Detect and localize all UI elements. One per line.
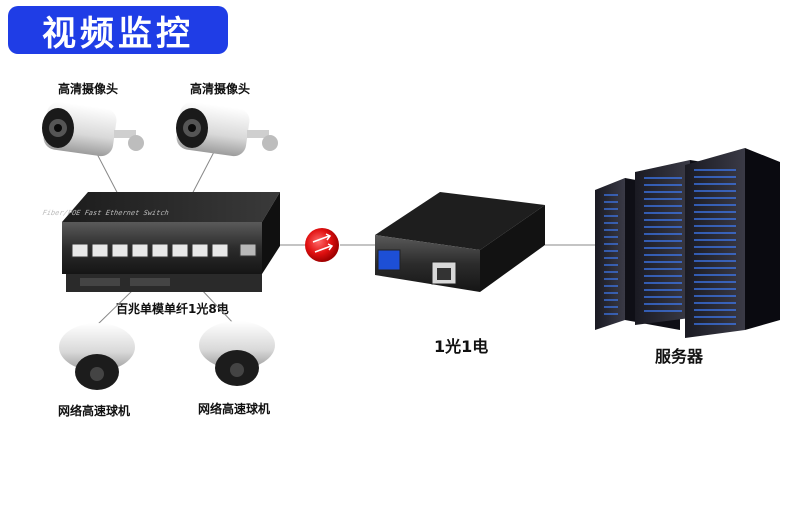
switch-port [211, 243, 229, 258]
switch-port [191, 243, 209, 258]
switch-port [131, 243, 149, 258]
media-converter [375, 192, 545, 292]
switch-port [91, 243, 109, 258]
server-racks [595, 148, 780, 338]
bullet-camera-right [176, 101, 278, 157]
dome-camera-right [199, 321, 275, 386]
fiber-switch: Fiber/POE Fast Ethernet Switch [41, 192, 280, 292]
bullet-camera-left [42, 101, 144, 157]
switch-port [171, 243, 189, 258]
dome-camera-left [59, 323, 135, 390]
switch-port [111, 243, 129, 258]
camera-left-label: 高清摄像头 [58, 82, 119, 96]
dome-right-label: 网络高速球机 [198, 402, 271, 416]
camera-right-label: 高清摄像头 [190, 82, 251, 96]
dome-left-label: 网络高速球机 [58, 404, 131, 418]
switch-port [71, 243, 89, 258]
svg-text:Fiber/POE Fast Ethernet Switch: Fiber/POE Fast Ethernet Switch [41, 208, 170, 217]
server-label: 服务器 [655, 347, 704, 366]
switch-label: 百兆单模单纤1光8电 [116, 302, 229, 316]
switch-port [151, 243, 169, 258]
converter-label: 1光1电 [434, 337, 489, 356]
fiber-link-node [305, 228, 339, 262]
title-badge: 视频监控 [8, 6, 228, 54]
